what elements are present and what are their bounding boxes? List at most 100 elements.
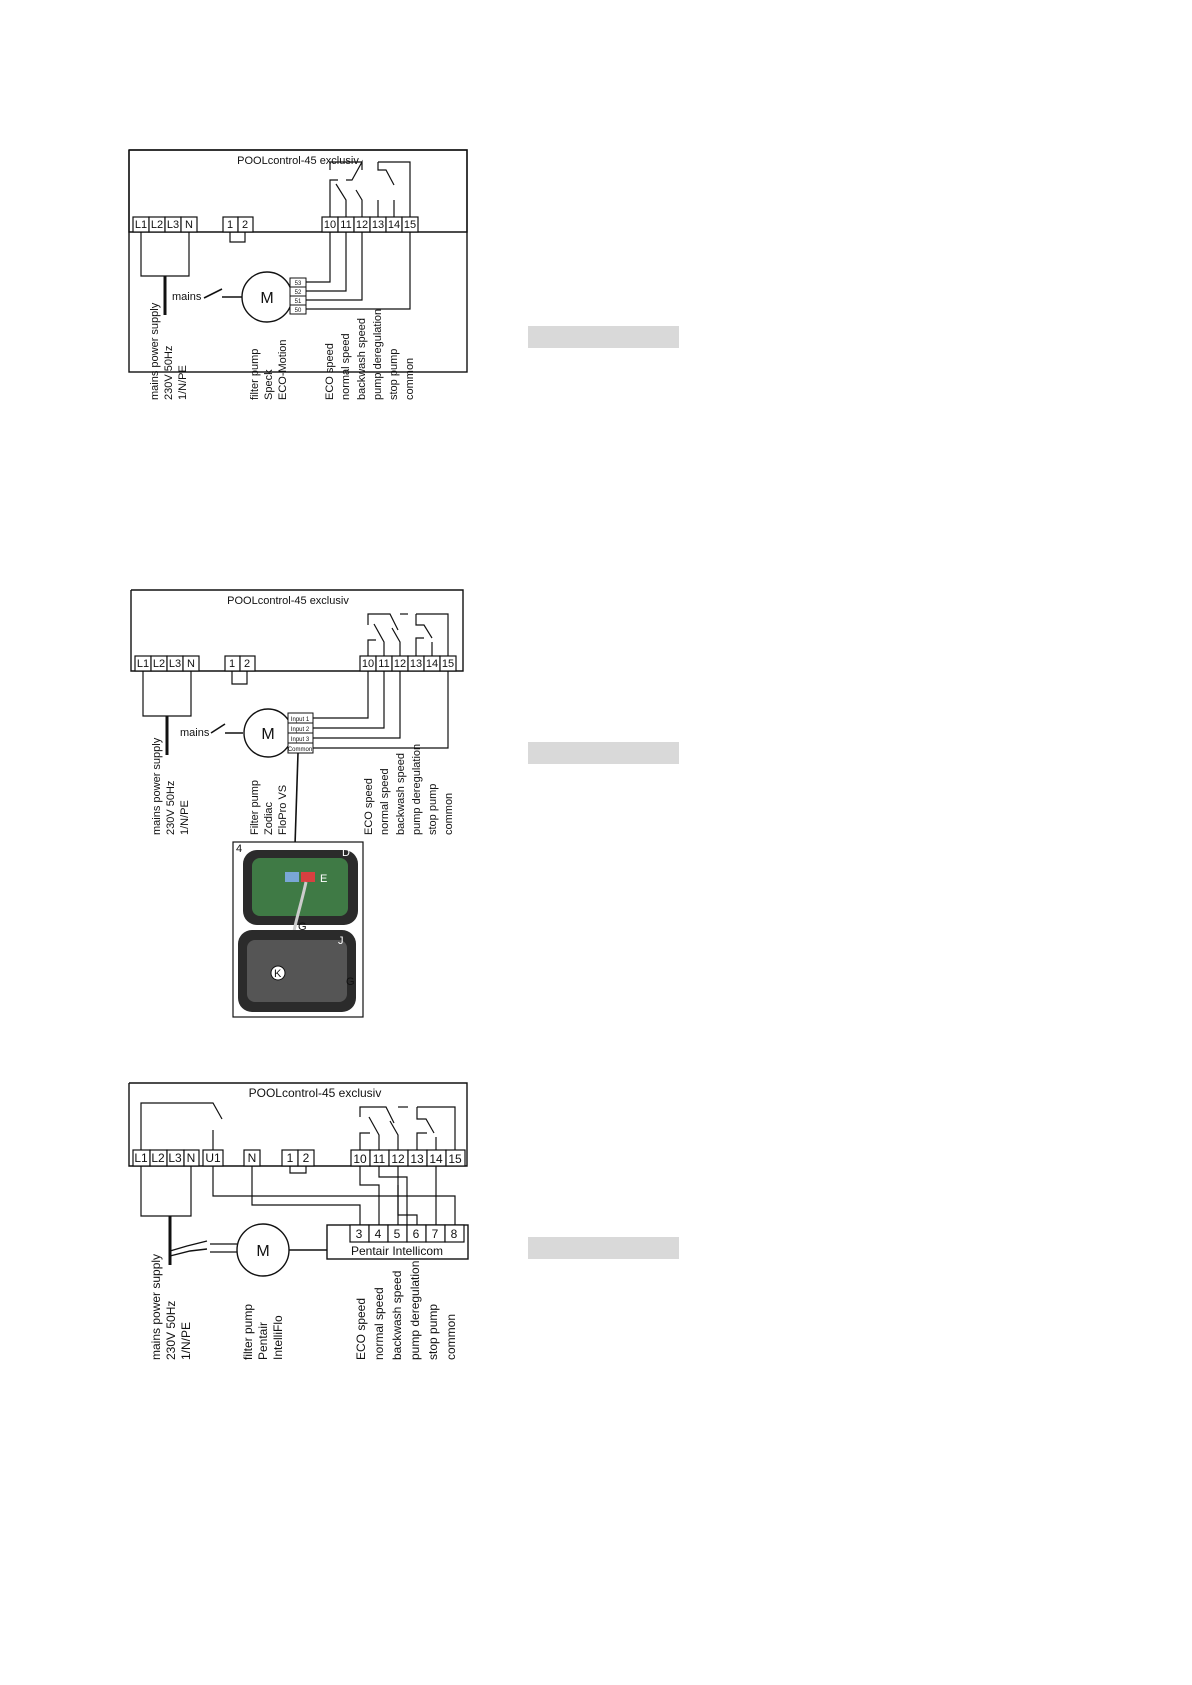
terminal-15: 15 xyxy=(404,219,416,231)
function-label-3: backwash speed xyxy=(395,753,407,835)
terminal-12: 12 xyxy=(391,1152,405,1166)
controller-title: POOLcontrol-45 exclusiv xyxy=(237,155,359,167)
terminal-l2: L2 xyxy=(151,219,163,231)
pump-label-3: ECO-Motion xyxy=(277,339,289,400)
wiring-diagram-pentair: POOLcontrol-45 exclusiv L1 L2 L3 N U1 N … xyxy=(128,1082,469,1360)
function-label-2: normal speed xyxy=(340,333,352,400)
relay-contacts xyxy=(140,1102,456,1150)
terminal-13: 13 xyxy=(372,219,384,231)
terminal-l1: L1 xyxy=(137,658,149,670)
function-label-3: backwash speed xyxy=(356,318,368,400)
mains-label: mains xyxy=(180,727,210,739)
pump-labels: filter pump Speck ECO-Motion xyxy=(249,339,289,400)
terminal-l3: L3 xyxy=(168,1151,182,1165)
module-terminal-5: 5 xyxy=(394,1227,401,1241)
motor-label: M xyxy=(256,1243,269,1260)
terminal-l1: L1 xyxy=(134,1151,148,1165)
pump-label-3: FloPro VS xyxy=(277,785,289,835)
terminal-15: 15 xyxy=(442,658,454,670)
terminal-11: 11 xyxy=(378,658,389,670)
relay-contacts xyxy=(367,613,449,656)
terminal-14: 14 xyxy=(426,658,438,670)
supply-label-2: 230V 50Hz xyxy=(163,346,175,400)
motor-terminal-input3: Input 3 xyxy=(291,737,310,743)
module-terminal-3: 3 xyxy=(356,1227,363,1241)
terminal-11: 11 xyxy=(340,219,351,231)
function-label-2: normal speed xyxy=(379,768,391,835)
mains-label: mains xyxy=(172,291,202,303)
wiring-diagram-zodiac: POOLcontrol-45 exclusiv L1 L2 L3 N 1 2 1… xyxy=(130,589,464,1018)
pump-label-2: Speck xyxy=(263,369,275,400)
terminal-2: 2 xyxy=(303,1151,310,1165)
terminal-l1: L1 xyxy=(135,219,147,231)
function-label-4: pump deregulation xyxy=(372,309,384,400)
function-label-1: ECO speed xyxy=(363,778,375,835)
supply-labels: mains power supply 230V 50Hz 1/N/PE xyxy=(149,302,189,400)
terminal-13: 13 xyxy=(410,658,422,670)
terminal-11: 11 xyxy=(373,1152,386,1166)
motor-terminal-51: 51 xyxy=(295,299,302,305)
motor-terminal-52: 52 xyxy=(295,290,302,296)
supply-label-1: mains power supply xyxy=(151,737,163,835)
terminal-n: N xyxy=(187,658,195,670)
function-label-3: backwash speed xyxy=(390,1271,404,1360)
terminal-10: 10 xyxy=(362,658,374,670)
controller-title: POOLcontrol-45 exclusiv xyxy=(227,595,349,607)
section-heading-bar-1 xyxy=(528,326,679,348)
terminal-12: 12 xyxy=(394,658,406,670)
terminal-14: 14 xyxy=(429,1152,443,1166)
pump-label-2: Pentair xyxy=(256,1322,270,1360)
relay-contacts xyxy=(329,159,411,217)
terminal-n2: N xyxy=(248,1151,257,1165)
supply-label-3: 1/N/PE xyxy=(177,365,189,400)
section-heading-bar-2 xyxy=(528,742,679,764)
terminal-10: 10 xyxy=(324,219,336,231)
function-labels: ECO speed normal speed backwash speed pu… xyxy=(324,309,416,400)
supply-label-1: mains power supply xyxy=(149,302,161,400)
photo-label-k: K xyxy=(274,968,282,980)
function-label-2: normal speed xyxy=(372,1287,386,1360)
pump-label-2: Zodiac xyxy=(263,801,275,835)
module-terminal-8: 8 xyxy=(451,1227,458,1241)
terminal-n: N xyxy=(185,219,193,231)
terminal-2: 2 xyxy=(244,658,250,670)
supply-label-2: 230V 50Hz xyxy=(165,781,177,835)
pump-label-1: filter pump xyxy=(241,1304,255,1360)
photo-label-4: 4 xyxy=(236,843,242,855)
module-terminal-7: 7 xyxy=(432,1227,439,1241)
terminal-1: 1 xyxy=(227,219,233,231)
supply-label-3: 1/N/PE xyxy=(179,800,191,835)
terminal-14: 14 xyxy=(388,219,400,231)
motor-terminal-input2: Input 2 xyxy=(291,727,310,733)
module-terminal-6: 6 xyxy=(413,1227,420,1241)
function-label-6: common xyxy=(404,358,416,400)
function-label-4: pump deregulation xyxy=(408,1261,422,1360)
power-terminals xyxy=(132,216,198,233)
motor-terminal-common: Common xyxy=(288,747,312,753)
module-label: Pentair Intellicom xyxy=(351,1244,443,1258)
pump-panel-photo xyxy=(232,841,364,1018)
function-label-5: stop pump xyxy=(426,1304,440,1360)
terminal-l3: L3 xyxy=(167,219,179,231)
pump-label-1: Filter pump xyxy=(249,780,261,835)
motor-terminal-50: 50 xyxy=(295,308,302,314)
terminal-10: 10 xyxy=(353,1152,367,1166)
photo-label-g2: G xyxy=(346,976,355,988)
pump-label-1: filter pump xyxy=(249,349,261,400)
wiring-diagram-speck: POOLcontrol-45 exclusiv L1 L2 L3 N 1 2 1… xyxy=(128,149,468,400)
terminal-15: 15 xyxy=(448,1152,462,1166)
motor-label: M xyxy=(261,726,274,743)
module-terminal-4: 4 xyxy=(375,1227,382,1241)
terminal-13: 13 xyxy=(410,1152,424,1166)
motor-terminal-input1: Input 1 xyxy=(291,717,310,723)
function-label-5: stop pump xyxy=(427,784,439,835)
section-heading-bar-3 xyxy=(528,1237,679,1259)
supply-label-1: mains power supply xyxy=(149,1254,163,1360)
function-label-1: ECO speed xyxy=(354,1298,368,1360)
function-label-4: pump deregulation xyxy=(411,744,423,835)
controller-title: POOLcontrol-45 exclusiv xyxy=(249,1086,382,1100)
pump-label-3: IntelliFlo xyxy=(271,1315,285,1360)
function-label-5: stop pump xyxy=(388,349,400,400)
terminal-l2: L2 xyxy=(153,658,165,670)
function-label-6: common xyxy=(443,793,455,835)
